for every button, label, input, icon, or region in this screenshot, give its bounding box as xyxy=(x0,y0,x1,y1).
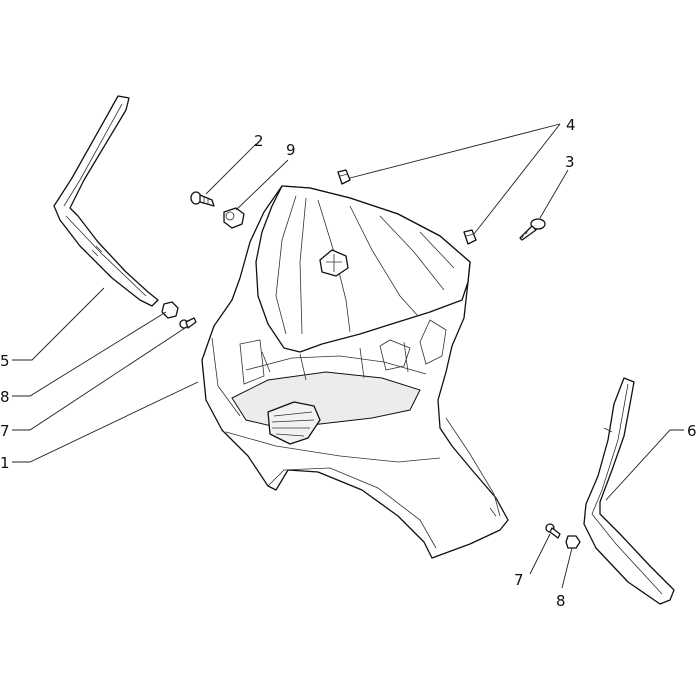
part-9-spacer xyxy=(223,207,245,229)
leader-3 xyxy=(539,169,569,219)
badge-emblem xyxy=(319,249,349,277)
callout-5: 5 xyxy=(0,352,10,370)
callout-labels: 2 9 4 3 5 8 7 1 6 7 8 xyxy=(0,116,697,610)
part-4-clip-nut-a xyxy=(337,169,351,185)
callout-7-left: 7 xyxy=(0,422,10,440)
callout-6: 6 xyxy=(687,422,697,440)
callout-8-right: 8 xyxy=(556,592,566,610)
part-2-screw xyxy=(190,191,215,207)
leader-4b xyxy=(473,123,561,235)
leader-6 xyxy=(605,429,684,501)
part-8-grommet-left xyxy=(161,301,179,319)
part-7-screw-right xyxy=(545,523,561,539)
leader-2 xyxy=(205,143,257,195)
part-6-right-trim xyxy=(583,377,675,605)
callout-2: 2 xyxy=(254,132,264,150)
callout-9: 9 xyxy=(286,141,296,159)
callout-1: 1 xyxy=(0,454,10,472)
floor-mat xyxy=(267,401,321,445)
callout-3: 3 xyxy=(565,153,575,171)
leader-1 xyxy=(12,381,199,463)
callout-4: 4 xyxy=(566,116,576,134)
leader-4a xyxy=(349,123,561,179)
part-8-grommet-right xyxy=(565,535,581,549)
part-5-left-trim xyxy=(53,95,159,307)
part-4-clip-nut-b xyxy=(463,229,477,245)
part-1-front-shield xyxy=(201,185,509,559)
leader-8-left xyxy=(12,311,167,397)
callout-7-right: 7 xyxy=(514,571,524,589)
leader-7-right xyxy=(529,533,551,575)
leader-lines xyxy=(12,123,684,589)
part-7-screw-left xyxy=(179,317,197,329)
leader-7-left xyxy=(12,325,189,431)
leader-8-right xyxy=(561,547,573,589)
callout-8-left: 8 xyxy=(0,388,10,406)
leader-9 xyxy=(235,159,289,211)
part-3-screw xyxy=(519,218,546,241)
leader-5 xyxy=(12,287,105,361)
